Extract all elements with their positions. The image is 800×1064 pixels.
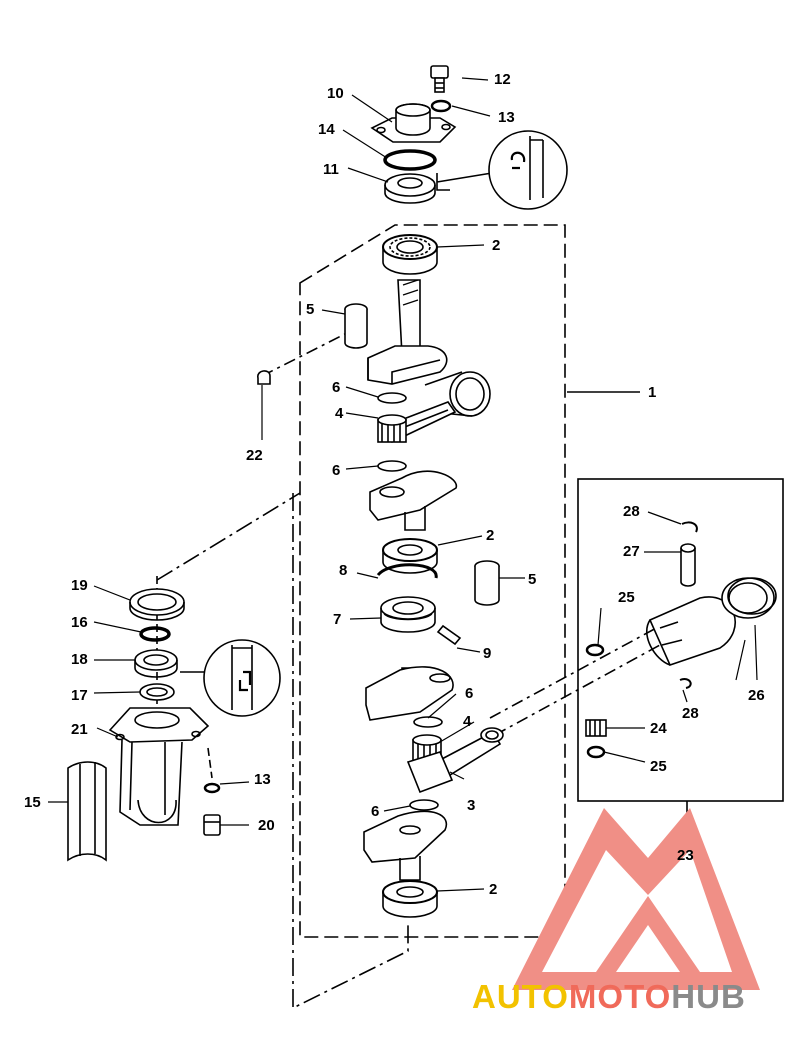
o-ring-14 [383, 149, 437, 171]
bearing-housing-10 [370, 103, 457, 143]
snap-ring-8 [376, 563, 438, 579]
thrust-washer-6-c [413, 716, 443, 728]
labyrinth-seal-7 [380, 596, 436, 633]
watermark-auto: AUTO [472, 978, 569, 1015]
callout-3: 3 [467, 797, 476, 814]
callout-7: 7 [333, 611, 342, 628]
circlip-28-top [681, 521, 698, 533]
washer-25-top [585, 643, 605, 657]
callout-4-upper: 4 [335, 405, 344, 422]
lower-crank-web-upper [365, 666, 454, 721]
callout-6-a: 6 [332, 379, 341, 396]
callout-2-top: 2 [492, 237, 501, 254]
piston-rings-26 [721, 577, 777, 619]
dowel-pin-9 [436, 624, 462, 646]
watermark-hub: HUB [671, 978, 746, 1015]
bushing-17 [139, 683, 175, 701]
callout-17: 17 [71, 687, 88, 704]
ball-bearing-2-top [382, 234, 438, 275]
callout-9: 9 [483, 645, 492, 662]
oil-seal-18 [134, 649, 178, 678]
washer-13 [430, 99, 452, 113]
middle-crank-web [369, 470, 457, 531]
lower-bearing-housing-21 [108, 707, 210, 826]
thrust-washer-6-a [377, 392, 407, 404]
callout-23: 23 [677, 847, 694, 864]
callout-13-left: 13 [254, 771, 271, 788]
callout-5-lower: 5 [528, 571, 537, 588]
watermark-text: AUTOMOTOHUB [472, 978, 746, 1016]
callout-25-bottom: 25 [650, 758, 667, 775]
callout-12: 12 [494, 71, 511, 88]
bolt-20 [203, 814, 221, 836]
piston-26 [645, 596, 736, 666]
callout-20: 20 [258, 817, 275, 834]
assembly-outline-box [299, 224, 566, 938]
callout-25-top: 25 [618, 589, 635, 606]
callout-22: 22 [246, 447, 263, 464]
callout-28-top: 28 [623, 503, 640, 520]
callout-8: 8 [339, 562, 348, 579]
washer-13-left [203, 782, 221, 794]
piston-subassembly-box [577, 478, 784, 802]
ball-bearing-2-bottom [382, 880, 438, 918]
sleeve-15 [67, 761, 107, 862]
callout-18: 18 [71, 651, 88, 668]
bolt-12 [430, 65, 449, 93]
callout-21: 21 [71, 721, 88, 738]
callout-5-upper: 5 [306, 301, 315, 318]
o-ring-16 [139, 626, 171, 642]
leader-lines [48, 77, 758, 892]
callout-14: 14 [318, 121, 335, 138]
callout-24: 24 [650, 720, 667, 737]
upper-crankshaft [367, 279, 448, 385]
needle-bearing-24 [585, 719, 607, 737]
crank-pin-5-lower [474, 560, 500, 606]
thrust-washer-6-d [409, 799, 439, 811]
callout-16: 16 [71, 614, 88, 631]
callout-6-c: 6 [465, 685, 474, 702]
seal-detail-circle-left [203, 639, 281, 717]
callout-26: 26 [748, 687, 765, 704]
watermark-moto: MOTO [568, 978, 672, 1015]
thrust-washer-6-b [377, 460, 407, 472]
callout-27: 27 [623, 543, 640, 560]
callout-2-middle: 2 [486, 527, 495, 544]
needle-bearing-4-lower [412, 734, 442, 763]
callout-28-bottom: 28 [682, 705, 699, 722]
callout-2-bottom: 2 [489, 881, 498, 898]
circlip-28-bottom [679, 678, 692, 689]
connecting-rod-3 [406, 727, 504, 794]
piston-pin-27 [680, 543, 696, 587]
callout-19: 19 [71, 577, 88, 594]
callout-4-lower: 4 [463, 713, 472, 730]
lower-crank-web-bottom [363, 810, 448, 881]
bearing-11 [384, 173, 436, 204]
callout-6-d: 6 [371, 803, 380, 820]
callout-1: 1 [648, 384, 657, 401]
seal-detail-circle [488, 130, 568, 210]
callout-13: 13 [498, 109, 515, 126]
watermark-logo [512, 808, 760, 990]
callout-15: 15 [24, 794, 41, 811]
oil-seal-19 [129, 588, 185, 621]
needle-bearing-4-upper [377, 414, 407, 443]
washer-25-bottom [586, 745, 606, 759]
crank-pin-5-upper [344, 303, 368, 349]
callout-6-b: 6 [332, 462, 341, 479]
woodruff-key-22 [257, 370, 271, 385]
callout-11: 11 [323, 161, 339, 178]
callout-10: 10 [327, 85, 344, 102]
